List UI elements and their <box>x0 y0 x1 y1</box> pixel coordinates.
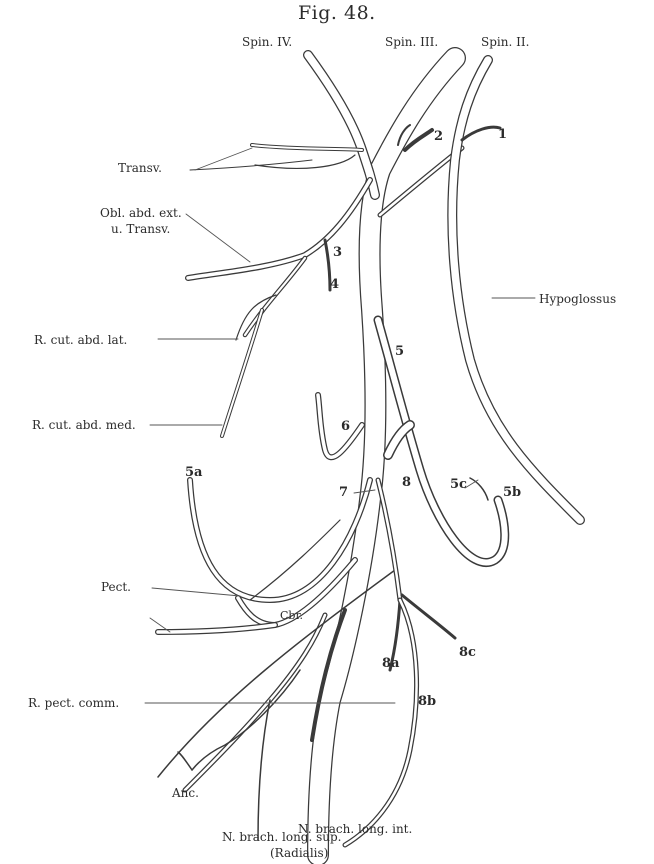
label-pect: Pect. <box>101 580 131 594</box>
label-transv: Transv. <box>118 161 162 175</box>
label-num-2: 2 <box>434 130 443 144</box>
label-hypoglossus: Hypoglossus <box>539 292 616 306</box>
label-num-5: 5 <box>395 345 404 359</box>
label-anc: Anc. <box>172 786 199 800</box>
label-num-5a: 5a <box>185 466 202 480</box>
n-brach-sup <box>258 700 270 840</box>
label-r-pect-comm: R. pect. comm. <box>28 696 119 710</box>
label-num-1: 1 <box>498 128 507 142</box>
label-num-8: 8 <box>402 476 411 490</box>
cbr-branch <box>185 615 325 790</box>
label-num-8b: 8b <box>418 695 436 709</box>
figure-title: Fig. 48. <box>298 2 376 24</box>
label-num-3: 3 <box>333 246 342 260</box>
label-cbr: Cbr. <box>280 609 303 623</box>
label-num-5c: 5c <box>450 478 467 492</box>
spin4-root <box>308 55 375 195</box>
label-num-6: 6 <box>341 420 350 434</box>
label-radialis: (Radialis) <box>270 846 328 860</box>
label-num-7: 7 <box>339 486 348 500</box>
label-spin-iii: Spin. III. <box>385 35 438 49</box>
label-r-cut-abd-lat: R. cut. abd. lat. <box>34 333 127 347</box>
label-num-8a: 8a <box>382 657 399 671</box>
label-n-brach-long-sup: N. brach. long. sup. <box>222 830 342 844</box>
label-spin-ii: Spin. II. <box>481 35 529 49</box>
label-spin-iv: Spin. IV. <box>242 35 292 49</box>
label-r-cut-abd-med: R. cut. abd. med. <box>32 418 136 432</box>
label-obl-abd-ext: Obl. abd. ext. <box>100 206 182 220</box>
label-obl-u-transv: u. Transv. <box>111 222 170 236</box>
label-num-5b: 5b <box>503 486 521 500</box>
label-num-4: 4 <box>330 278 339 292</box>
label-num-8c: 8c <box>459 646 476 660</box>
